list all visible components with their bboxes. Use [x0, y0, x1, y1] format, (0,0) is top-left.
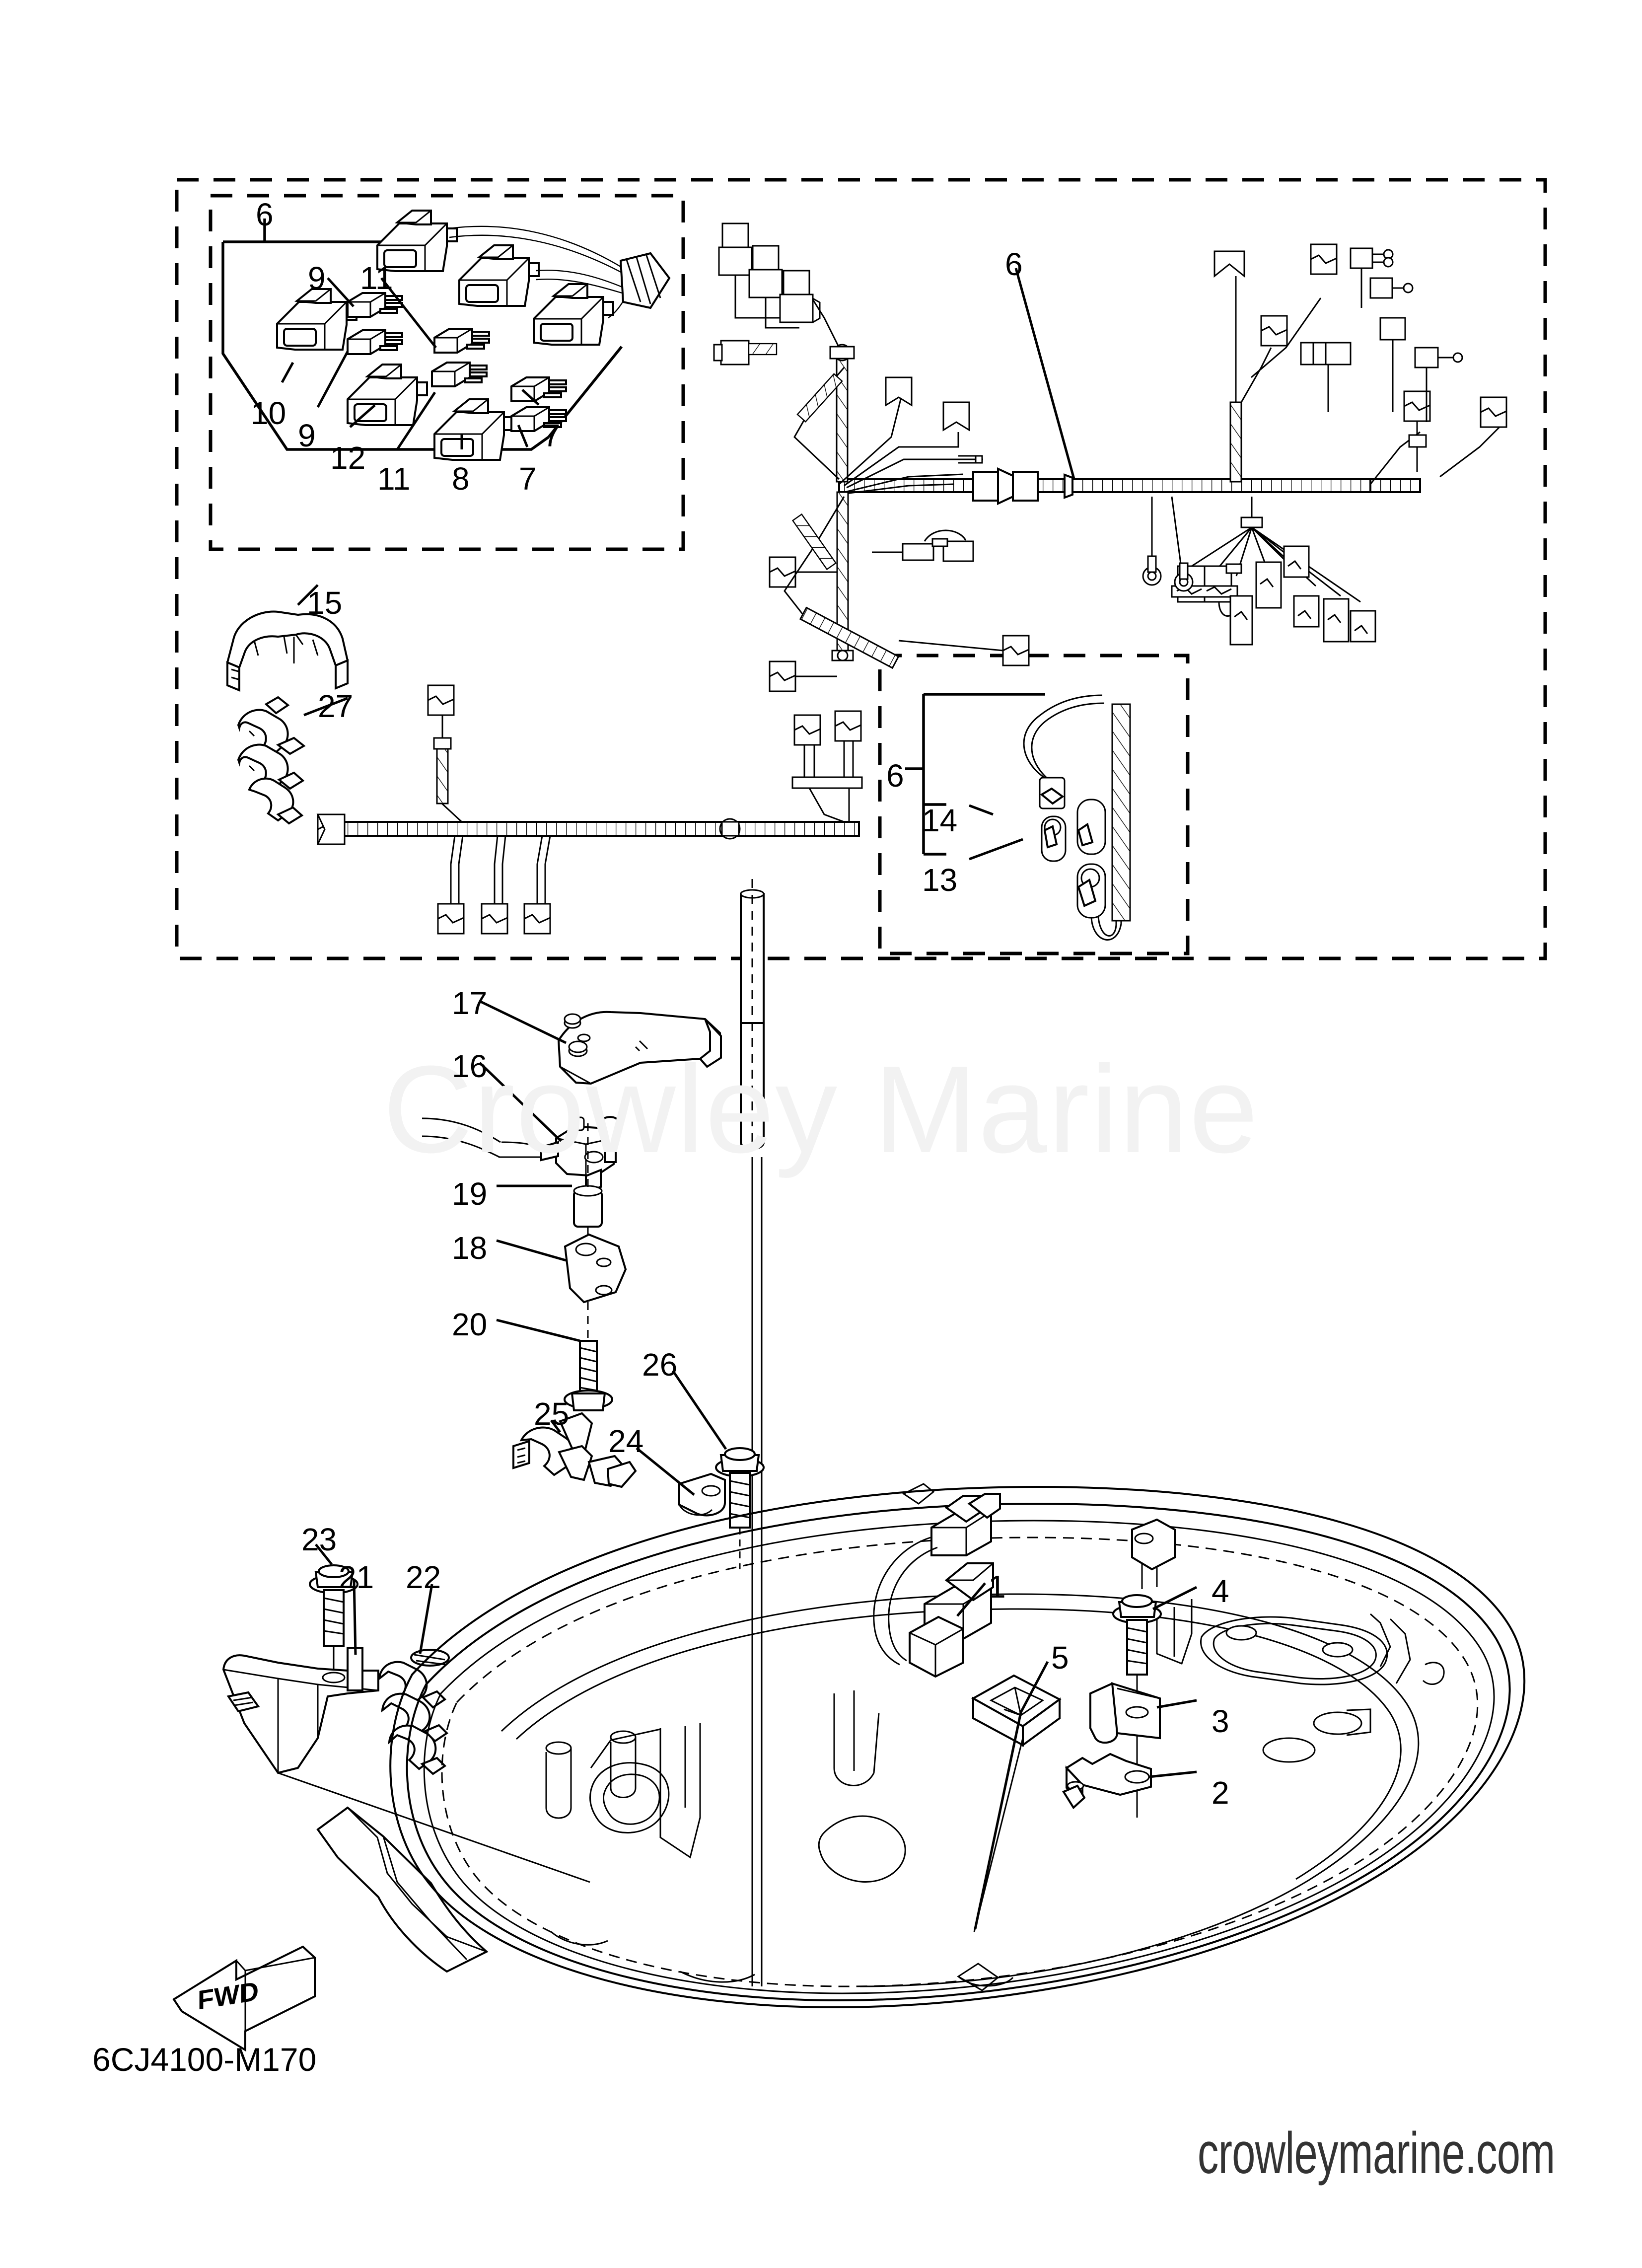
diagram-code: 6CJ4100-M170	[92, 2041, 317, 2078]
callout-number-7: 7	[543, 418, 561, 453]
main-wire-harness	[713, 222, 1507, 692]
callout-number-5: 5	[1051, 1640, 1069, 1676]
leader-lines-connectors	[281, 268, 1077, 485]
callout-number-6: 6	[886, 758, 904, 794]
callout-number-13: 13	[922, 862, 958, 898]
connector-group-border	[209, 194, 685, 551]
terminal-group-border	[878, 654, 1190, 955]
part-20-bolt	[496, 1318, 613, 1411]
callout-number-16: 16	[452, 1048, 488, 1084]
callout-number-27: 27	[318, 688, 354, 724]
callout-number-6: 6	[1005, 246, 1023, 282]
part-23-bolt	[309, 1543, 358, 1688]
callout-number-14: 14	[922, 803, 958, 838]
callout-number-25: 25	[534, 1396, 570, 1432]
callout-number-11: 11	[360, 260, 393, 296]
part-26-rod	[671, 879, 765, 1986]
part-3-bracket	[1089, 1682, 1197, 1744]
harness-region-border	[175, 178, 1547, 960]
part-19-collar	[497, 1123, 603, 1251]
callout-number-19: 19	[452, 1176, 488, 1212]
callout-number-22: 22	[406, 1559, 441, 1595]
callout-number-4: 4	[1212, 1573, 1229, 1609]
callout-number-1: 1	[988, 1569, 1006, 1605]
part-22-wire-clamp	[378, 1584, 450, 1775]
callout-number-11: 11	[377, 461, 411, 497]
part-15-clamp	[226, 584, 349, 692]
callout-number-24: 24	[608, 1423, 644, 1459]
callout-number-9: 9	[308, 260, 326, 296]
callout-number-9: 9	[298, 418, 316, 453]
callout-number-17: 17	[452, 985, 488, 1021]
part-27-clamp	[237, 696, 348, 825]
part-21-stay	[222, 1580, 379, 1774]
part-4-screw	[1112, 1586, 1198, 1818]
callout-number-7: 7	[519, 461, 537, 497]
callout-number-2: 2	[1212, 1775, 1229, 1811]
part-5-grommet	[971, 1661, 1062, 1929]
bracket-group-6-terminals	[905, 693, 1045, 861]
bottom-cowling	[316, 1483, 1526, 2009]
part-2-holder-plate	[1062, 1753, 1197, 1810]
callout-number-12: 12	[330, 440, 366, 476]
callout-number-6: 6	[256, 197, 274, 232]
callout-number-21: 21	[339, 1559, 374, 1595]
part-18-plate	[496, 1233, 627, 1341]
part-17-bracket	[479, 1000, 722, 1085]
terminal-assembly	[1023, 694, 1131, 941]
watermark-crowleymarine-url: crowleymarine.com	[1197, 2121, 1555, 2186]
callout-number-18: 18	[452, 1230, 488, 1266]
part-1-coupler	[873, 1493, 1001, 1678]
callout-number-26: 26	[642, 1347, 678, 1383]
part-21-reference-line	[277, 1684, 590, 1883]
part-24-holder	[636, 1447, 726, 1517]
callout-number-23: 23	[301, 1522, 337, 1557]
fwd-arrow	[172, 1945, 316, 2052]
callout-number-3: 3	[1212, 1703, 1229, 1739]
callout-number-15: 15	[307, 585, 343, 621]
part-16-cable-holder	[422, 1062, 621, 1193]
part-25-clamp	[512, 1412, 637, 1488]
callout-number-20: 20	[452, 1307, 488, 1342]
callout-number-10: 10	[251, 395, 286, 431]
callout-number-8: 8	[452, 461, 470, 497]
lower-sub-harness	[316, 684, 863, 935]
part-5-reference-line	[973, 1738, 1024, 1932]
connector-illustrations	[276, 210, 671, 461]
